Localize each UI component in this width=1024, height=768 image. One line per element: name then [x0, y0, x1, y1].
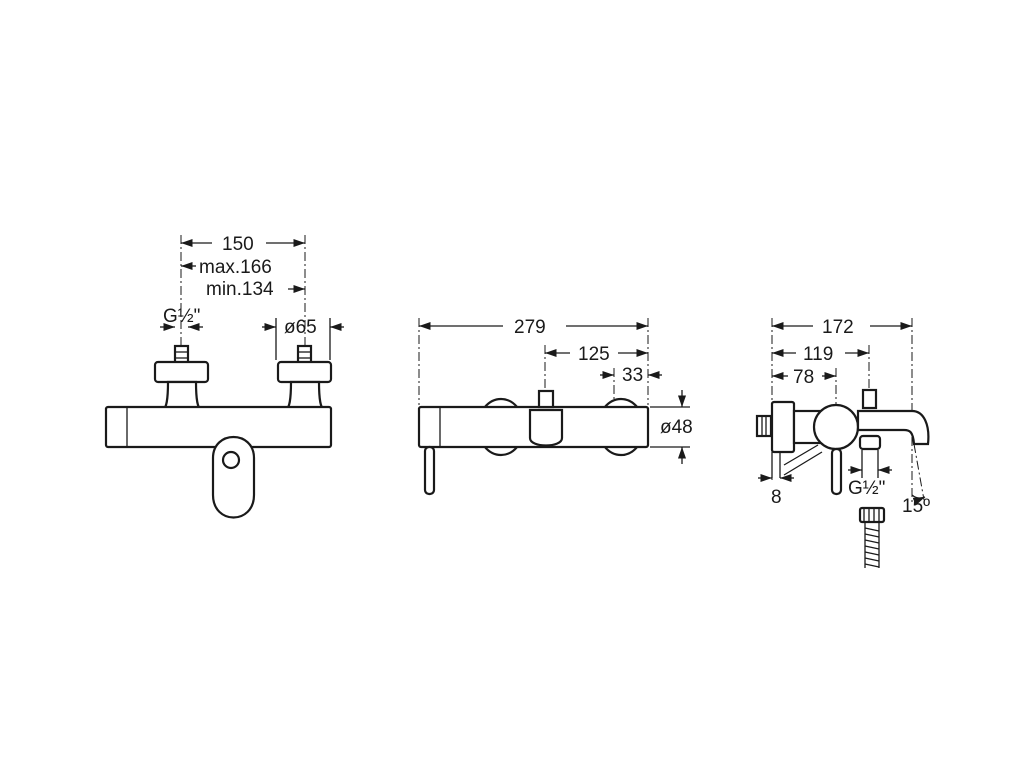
dim-spout-center: 119	[803, 344, 833, 365]
dim-width-150: 150	[222, 234, 254, 255]
dim-spout-offset: 125	[578, 344, 610, 365]
side-view: 172 119 78 8	[755, 317, 930, 568]
dim-body-center: 78	[793, 367, 814, 388]
dim-thread-front: G½"	[163, 306, 200, 327]
dim-max: max.166	[199, 257, 272, 278]
top-view: 279 125 33 ø48	[417, 317, 693, 496]
dim-min: min.134	[206, 279, 274, 300]
dim-angle: 15º	[902, 496, 930, 517]
dim-eccentric: 8	[771, 487, 782, 508]
dim-escutcheon: ø65	[284, 317, 317, 338]
dim-body-diameter: ø48	[660, 417, 693, 438]
dim-length: 279	[514, 317, 546, 338]
dim-end-offset: 33	[622, 365, 643, 386]
dim-depth: 172	[822, 317, 854, 338]
dim-thread-side: G½"	[848, 478, 885, 499]
front-view: 150 max.166 min.134 G½" ø65	[104, 234, 344, 519]
